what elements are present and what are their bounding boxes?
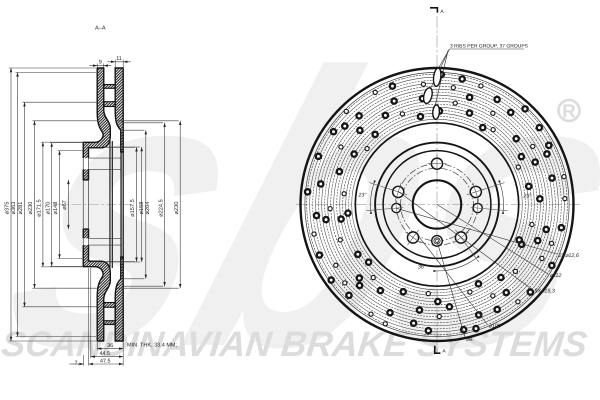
- svg-text:44.5: 44.5: [100, 351, 111, 357]
- svg-text:9: 9: [99, 60, 102, 66]
- svg-text:3 RIBS PER GROUP, 37 GROUPS: 3 RIBS PER GROUP, 37 GROUPS: [450, 44, 529, 50]
- svg-text:⌀281: ⌀281: [18, 202, 24, 215]
- svg-text:A–A: A–A: [95, 26, 106, 32]
- svg-text:⌀158: ⌀158: [139, 202, 145, 215]
- svg-text:36°: 36°: [418, 265, 427, 271]
- svg-text:⌀148: ⌀148: [53, 202, 59, 215]
- svg-text:⌀375: ⌀375: [5, 202, 11, 215]
- svg-text:⌀100: ⌀100: [489, 324, 501, 330]
- svg-text:⌀230: ⌀230: [174, 202, 180, 215]
- svg-text:⌀230: ⌀230: [28, 202, 34, 215]
- svg-text:⌀363: ⌀363: [11, 202, 17, 215]
- svg-text:R: R: [562, 102, 576, 123]
- svg-text:⌀112: ⌀112: [550, 273, 562, 279]
- svg-text:⌀9.: ⌀9.: [466, 337, 474, 343]
- svg-text:A: A: [442, 348, 446, 354]
- svg-text:⌀171.5: ⌀171.5: [37, 199, 43, 216]
- svg-text:5X⌀15,3: 5X⌀15,3: [535, 289, 555, 295]
- svg-text:11: 11: [116, 56, 122, 62]
- svg-text:7,: 7,: [75, 360, 80, 366]
- svg-text:⌀67: ⌀67: [62, 200, 68, 210]
- svg-text:⌀170: ⌀170: [45, 202, 51, 215]
- svg-text:MIN. THK. 33.4 MM;: MIN. THK. 33.4 MM;: [127, 343, 177, 349]
- svg-text:2X⌀12,6: 2X⌀12,6: [558, 253, 579, 259]
- svg-text:⌀204: ⌀204: [145, 202, 151, 215]
- svg-text:A: A: [440, 9, 444, 15]
- svg-text:36: 36: [107, 343, 113, 349]
- svg-text:23°: 23°: [357, 193, 367, 199]
- svg-text:23°: 23°: [522, 194, 532, 200]
- svg-text:⌀224.5: ⌀224.5: [158, 199, 164, 216]
- svg-text:⌀157.5: ⌀157.5: [130, 199, 136, 216]
- svg-text:47.5: 47.5: [100, 358, 111, 364]
